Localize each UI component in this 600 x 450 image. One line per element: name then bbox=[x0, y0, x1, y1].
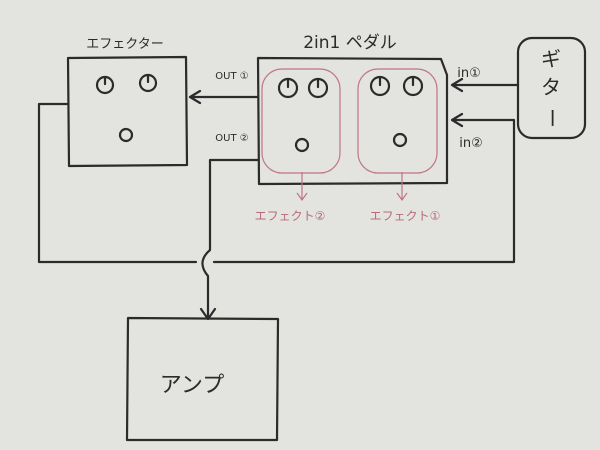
effect2-region bbox=[261, 68, 341, 174]
guitar-char: ギ bbox=[541, 47, 561, 71]
guitar-box: ギ タ ー bbox=[516, 36, 587, 140]
in1-label: in① bbox=[457, 66, 481, 81]
effector-to-in2-cable bbox=[37, 102, 516, 264]
pedal-title: 2in1 ペダル bbox=[303, 33, 397, 53]
out2-to-amp-cable bbox=[199, 158, 260, 321]
guitar-char: タ bbox=[541, 75, 561, 99]
effector-box: エフェクター bbox=[66, 37, 189, 168]
effect-arrows: エフェクト② エフェクト① bbox=[255, 172, 441, 223]
out1-label: OUT ① bbox=[215, 71, 248, 82]
out1-to-effector-cable bbox=[188, 89, 260, 105]
effector-label: エフェクター bbox=[86, 37, 163, 52]
out2-label: OUT ② bbox=[215, 133, 248, 144]
effect1-region bbox=[357, 68, 438, 174]
cables bbox=[37, 77, 520, 321]
effect1-label: エフェクト① bbox=[370, 209, 441, 223]
effect1-arrow bbox=[396, 172, 408, 202]
in2-label: in② bbox=[459, 136, 483, 151]
pedal-footswitch bbox=[392, 132, 408, 148]
guitar-to-in1-cable bbox=[450, 77, 520, 93]
effector-footswitch bbox=[118, 127, 134, 143]
amp-box: アンプ bbox=[125, 316, 280, 442]
amp-label: アンプ bbox=[160, 373, 224, 398]
effect2-label: エフェクト② bbox=[255, 209, 326, 223]
pedal-box: 2in1 ペダル OUT ① OUT ② in① in② bbox=[215, 33, 483, 186]
effect2-arrow bbox=[296, 172, 308, 202]
pedal-footswitch bbox=[294, 137, 310, 153]
guitar-char: ー bbox=[540, 108, 564, 128]
